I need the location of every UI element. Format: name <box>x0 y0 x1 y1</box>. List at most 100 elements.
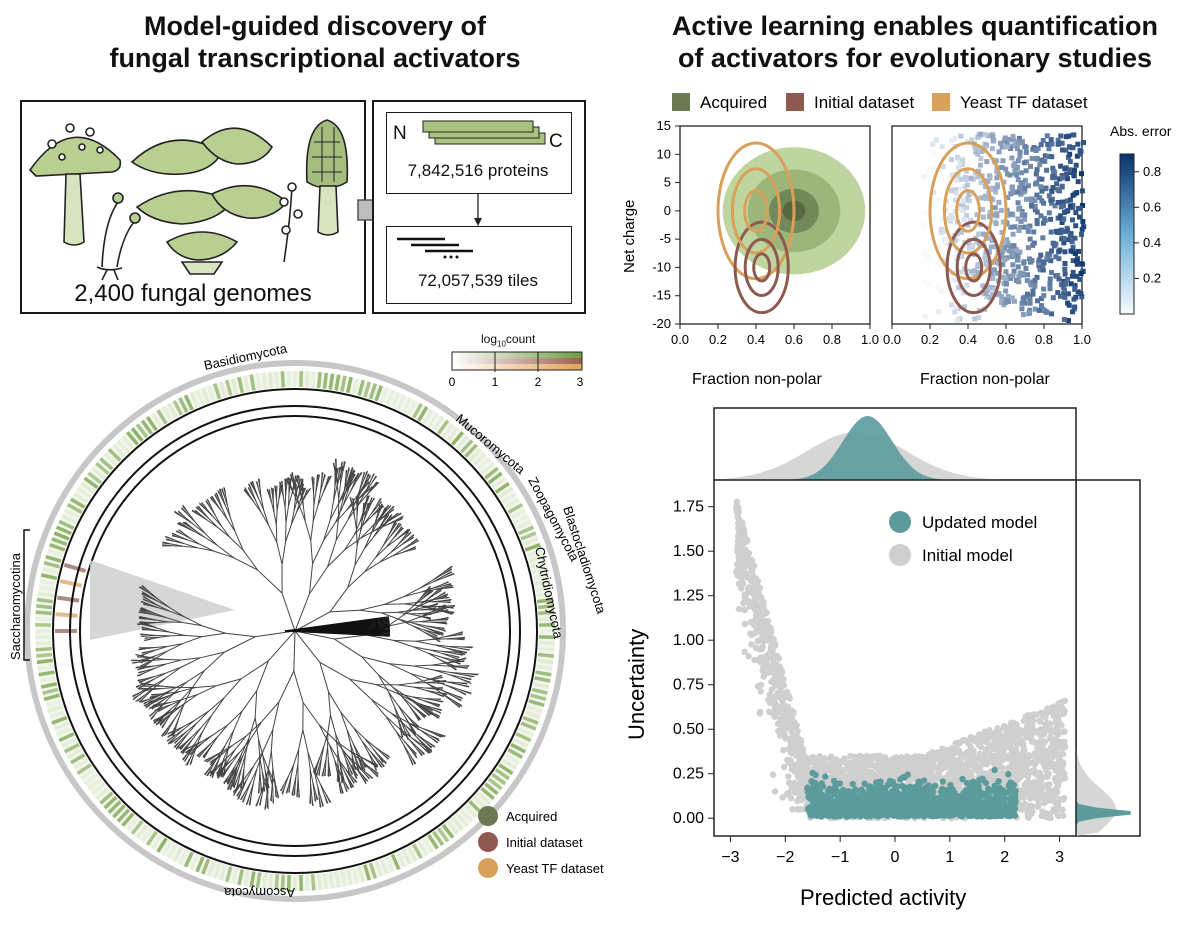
hexbin <box>958 229 964 235</box>
tree-branch <box>302 506 306 522</box>
tree-branch <box>444 611 453 615</box>
ring-tick <box>35 641 52 646</box>
tree-branch <box>156 702 166 711</box>
hexbin <box>1049 141 1055 147</box>
hexbin <box>1044 255 1050 261</box>
right-marginal-initial <box>1076 480 1116 836</box>
tree-branch <box>342 487 348 502</box>
hexbin <box>964 182 970 188</box>
tree-branch <box>376 501 383 508</box>
tree-branch <box>146 617 157 621</box>
ring-tick <box>126 431 139 446</box>
initial-point <box>1055 700 1062 707</box>
tree-branch <box>228 765 236 776</box>
tree-branch <box>203 651 225 672</box>
tree-branch <box>413 664 432 667</box>
initial-point <box>986 727 993 734</box>
tree-branch <box>336 483 340 500</box>
hexbin <box>1049 189 1055 195</box>
hexbin <box>1022 216 1028 222</box>
tree-branch <box>162 544 172 547</box>
tree-branch <box>224 636 256 653</box>
tree-branch <box>279 784 285 792</box>
ring-tick <box>36 604 53 610</box>
tree-branch <box>344 768 351 778</box>
hexbin <box>1001 245 1007 251</box>
hexbin <box>1016 279 1022 285</box>
tree-branch <box>171 699 182 710</box>
tree-branch <box>151 704 158 709</box>
tree-branch <box>440 609 449 613</box>
tree-branch <box>279 481 282 489</box>
hexbin <box>949 302 955 308</box>
y-tick-label: 0 <box>664 203 671 218</box>
hexbin <box>1012 224 1018 230</box>
hexbin <box>1056 256 1062 262</box>
tree-branch <box>160 688 174 696</box>
ring-tick <box>422 409 434 425</box>
tree-branch <box>453 694 463 700</box>
hexbin <box>1049 154 1055 160</box>
hexbin <box>1023 168 1029 174</box>
tree-branch <box>411 737 422 747</box>
hexbin <box>1007 146 1013 152</box>
tree-branch <box>373 482 380 489</box>
hexbin <box>1069 238 1075 244</box>
tree-branch <box>392 522 398 529</box>
initial-point <box>771 788 779 795</box>
hexbin <box>996 261 1002 267</box>
hexbin <box>1058 281 1064 287</box>
ring-tick <box>538 646 555 652</box>
tree-branch <box>166 617 183 624</box>
tree-branch <box>213 724 228 736</box>
tree-branch <box>463 674 473 678</box>
tree-branch <box>340 461 343 472</box>
tree-branch <box>138 683 147 689</box>
hexbin <box>1020 212 1026 218</box>
ring-tick <box>37 591 54 598</box>
tree-branch <box>293 630 296 671</box>
tree-branch <box>237 790 243 800</box>
ring-tick <box>42 687 59 695</box>
tree-branch <box>166 735 175 742</box>
hexbin <box>1065 318 1071 324</box>
tree-branch <box>335 509 348 523</box>
hexbin <box>1047 276 1053 282</box>
tree-branch <box>344 534 355 551</box>
ring-tick <box>494 481 510 494</box>
tree-branch <box>307 751 311 770</box>
tree-branch <box>184 516 194 525</box>
ring-tick <box>36 652 53 658</box>
tree-branch <box>142 598 150 603</box>
tree-branch <box>143 699 152 704</box>
x-tick-label: 0.8 <box>823 332 841 347</box>
initial-point <box>1047 791 1054 799</box>
ring-tick <box>140 827 153 843</box>
hexbin <box>1052 203 1058 209</box>
initial-point <box>999 773 1007 781</box>
hexbin <box>1000 262 1006 268</box>
tree-branch <box>174 681 188 693</box>
ring-tick <box>464 804 478 819</box>
tree-branch <box>256 660 269 692</box>
hexbin <box>1024 225 1030 231</box>
tree-branch <box>236 788 242 797</box>
initial-point <box>754 638 762 645</box>
tree-branch <box>357 494 367 506</box>
hexbin <box>1012 142 1018 148</box>
hexbin <box>1021 296 1027 302</box>
tree-branch <box>366 487 374 496</box>
tree-branch <box>315 767 320 776</box>
ring-tick <box>357 379 365 397</box>
hexbin <box>1029 155 1035 161</box>
hexbin <box>1010 133 1016 139</box>
hexbin <box>992 205 998 211</box>
hexbin <box>1067 197 1073 203</box>
ring-tick <box>95 787 110 800</box>
tree-branch <box>154 663 167 667</box>
ring-tick <box>515 732 532 743</box>
ring-tick <box>35 610 52 616</box>
tree-branch <box>318 757 323 768</box>
hexbin <box>1015 139 1021 145</box>
ring-tick <box>472 452 487 467</box>
